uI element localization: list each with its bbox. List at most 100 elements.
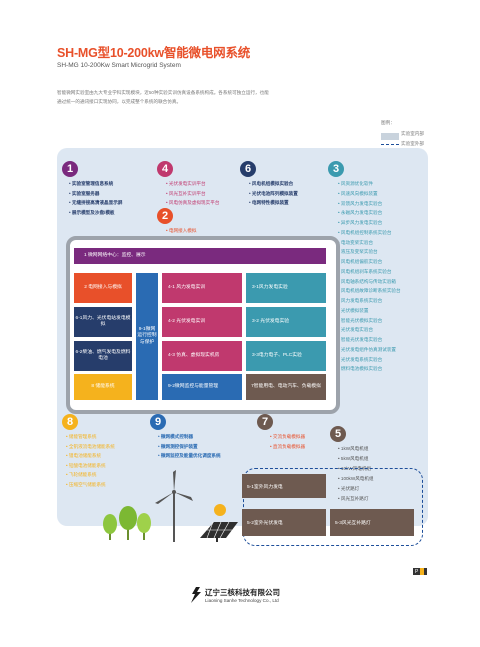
wind-training-block: 4-1 风力发电实训 xyxy=(162,273,242,303)
list-item: 风资源优化软件 xyxy=(338,179,401,189)
module-8-list: 储能管理系统 全钒液流电池储能系统 锂电池储能系统 铅酸电池储能系统 飞轮储能系… xyxy=(66,432,115,490)
list-item: 直流负载模拟器 xyxy=(270,442,305,452)
module-9-badge: 9 xyxy=(150,414,166,430)
list-item: 电动变桨实验台 xyxy=(338,238,401,248)
list-item: 微网模式控制器 xyxy=(158,432,221,442)
list-item: 储能管理系统 xyxy=(66,432,115,442)
list-item: 微网测控保护装置 xyxy=(158,442,221,452)
list-item: 风电机组故障诊断系统实验台 xyxy=(338,286,401,296)
wind-experiment-block: 3-1风力发电实验 xyxy=(246,273,326,303)
list-item: 展示模型及沙盘/模板 xyxy=(69,208,122,218)
module-7-list: 交流负载模拟器 直流负载模拟器 xyxy=(270,432,305,451)
list-item: 液压及变桨实验台 xyxy=(338,247,401,257)
company-logo-icon xyxy=(191,587,201,603)
list-item: 5kW风电机组 xyxy=(338,454,374,464)
company-name-en: Liaoning Sanhe Technology Co., Ltd xyxy=(205,598,279,603)
module-6-list: 风电机组模拟实验台 光伏电池阵列模拟装置 电网特性模拟装置 xyxy=(249,179,298,208)
list-item: 智能光伏发电实验台 xyxy=(338,335,401,345)
solar-panel-icon xyxy=(200,504,238,542)
energy-management-block: 9-2微网监控与能量管理 xyxy=(162,374,242,400)
grid-access-block: 2 电网接入与模拟 xyxy=(74,273,132,303)
legend-outside-label: 实验室外部 xyxy=(401,141,424,146)
legend-outside-swatch xyxy=(381,144,399,145)
outdoor-wind-block: 5-1室外风力发电 xyxy=(242,474,326,498)
list-item: 光伏电池阵列模拟装置 xyxy=(249,189,298,199)
diesel-gas-block: 6-2柴油、燃气发电及燃料电池 xyxy=(74,341,132,371)
module-1-badge: 1 xyxy=(62,161,78,177)
outdoor-area xyxy=(243,468,423,546)
list-item: 实验室管理信息系统 xyxy=(69,179,122,189)
legend-inside-label: 实验室内部 xyxy=(401,131,424,136)
intro-text: 智能微网实验室由九大专业学科实现模块，近50种实验实训仿真设备系统构成。各系统可… xyxy=(57,90,269,104)
page-subtitle: SH-MG 10-200Kw Smart Microgrid System xyxy=(57,62,181,69)
module-4-list: 光伏发电实训平台 风光互补实训平台 风电仿真及虚拟现实平台 xyxy=(166,179,220,208)
page-title: SH-MG型10-200kw智能微电网系统 xyxy=(57,46,251,60)
tree-icon xyxy=(103,514,117,540)
list-item: 永磁风力发电实验台 xyxy=(338,208,401,218)
list-item: 燃料电池模拟实验台 xyxy=(338,364,401,374)
microgrid-control-spine: 9-1微网运行控制与保护 xyxy=(136,273,158,400)
list-item: 交流负载模拟器 xyxy=(270,432,305,442)
list-item: 智能光伏模拟实验台 xyxy=(338,316,401,326)
module-2-badge: 2 xyxy=(157,208,173,224)
list-item: 全钒液流电池储能系统 xyxy=(66,442,115,452)
list-item: 光伏发电组件仿真测试装置 xyxy=(338,345,401,355)
list-item: 风电机组模拟实验台 xyxy=(249,179,298,189)
pv-training-block: 4-2 光伏发电实训 xyxy=(162,307,242,337)
list-item: 飞轮储能系统 xyxy=(66,470,115,480)
list-item: 风电机组控制系统实验台 xyxy=(338,228,401,238)
power-electronics-block: 3-3电力电子、PLC实验 xyxy=(246,341,326,371)
list-item: 100kW风电机组 xyxy=(338,474,374,484)
list-item: 风电仿真及虚拟现实平台 xyxy=(166,198,220,208)
tree-icon xyxy=(119,506,137,540)
list-item: 铅酸电池储能系统 xyxy=(66,461,115,471)
list-item: 电网接入模拟 xyxy=(166,226,197,236)
list-item: 风电机组刹车系统实验台 xyxy=(338,267,401,277)
list-item: 风电机组偏航实验台 xyxy=(338,257,401,267)
module-3-list: 风资源优化软件 风速风向模拟装置 双馈风力发电实验台 永磁风力发电实验台 异步风… xyxy=(338,179,401,374)
list-item: 光伏发电系统实验台 xyxy=(338,355,401,365)
simulation-room-block: 4-3 仿真、虚拟现实机房 xyxy=(162,341,242,371)
list-item: 锂电池储能系统 xyxy=(66,451,115,461)
module-9-list: 微网模式控制器 微网测控保护装置 微网监控及能量优化调度系统 xyxy=(158,432,221,461)
legend-inside-swatch xyxy=(381,133,399,140)
module-5-badge: 5 xyxy=(330,426,346,442)
storage-block: 8 储能系统 xyxy=(74,374,132,400)
list-item: 异步风力发电实验台 xyxy=(338,218,401,228)
legend-title: 图例： xyxy=(381,120,395,125)
list-item: 风光互补路灯 xyxy=(338,494,374,504)
list-item: 光伏路灯 xyxy=(338,484,374,494)
module-1-list: 实验室管理信息系统 实验室服务器 无缝拼接高清液晶显示屏 展示模型及沙盘/模板 xyxy=(69,179,123,218)
landscape-illustration xyxy=(103,470,238,542)
list-item: 风光互补实训平台 xyxy=(166,189,219,199)
list-item: 光伏发电实验台 xyxy=(338,325,401,335)
list-item: 双馈风力发电实验台 xyxy=(338,199,401,209)
page-mark: P xyxy=(413,568,427,575)
module-8-badge: 8 xyxy=(62,414,78,430)
wind-pv-sim-block: 6-1风力、光伏电站发电模拟 xyxy=(74,307,132,337)
company-name-cn: 辽宁三核科技有限公司 xyxy=(205,588,280,597)
list-item: 风力发电系统实验台 xyxy=(338,296,401,306)
module-3-badge: 3 xyxy=(328,161,344,177)
list-item: 实验室服务器 xyxy=(69,189,122,199)
module-6-badge: 6 xyxy=(240,161,256,177)
wind-turbine-icon xyxy=(155,470,193,542)
module-7-badge: 7 xyxy=(257,414,273,430)
list-item: 微网监控及能量优化调度系统 xyxy=(158,451,221,461)
module-4-badge: 4 xyxy=(157,161,173,177)
page-mark-accent xyxy=(420,568,425,575)
list-item: 光伏发电实训平台 xyxy=(166,179,219,189)
pv-experiment-block: 3-2 光伏发电实验 xyxy=(246,307,326,337)
list-item: 风速风向模拟装置 xyxy=(338,189,401,199)
list-item: 电网特性模拟装置 xyxy=(249,198,298,208)
list-item: 光伏模拟装置 xyxy=(338,306,401,316)
outdoor-pv-block: 5-2室外光伏发电 xyxy=(242,509,326,536)
smart-load-block: 7智能用电、电动汽车、负载模拟 xyxy=(246,374,326,400)
list-item: 无缝拼接高清液晶显示屏 xyxy=(69,198,123,208)
list-item: 风电轴系结构与传动实验箱 xyxy=(338,277,401,287)
tree-icon xyxy=(137,513,151,540)
module-2-list: 电网接入模拟 xyxy=(166,226,197,236)
outdoor-streetlight-block: 5-3风光互补路灯 xyxy=(330,509,414,536)
center-header: 1 微网网络中心：监控、展示 xyxy=(74,248,326,264)
list-item: 压缩空气储能系统 xyxy=(66,480,115,490)
